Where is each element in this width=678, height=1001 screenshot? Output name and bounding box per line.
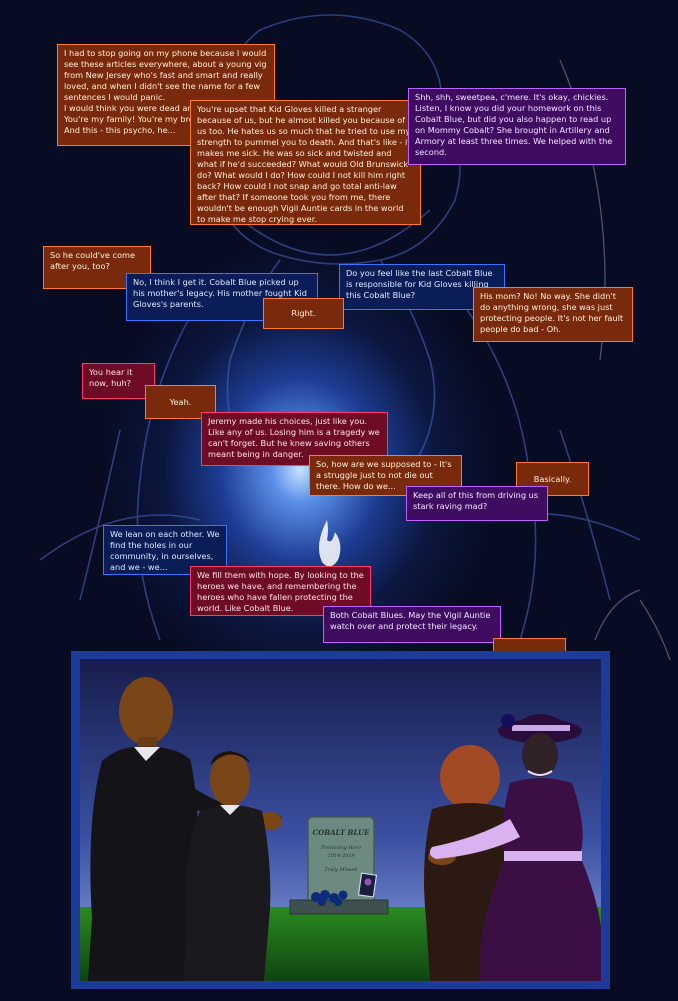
caption-9: You hear it now, huh? <box>82 363 155 399</box>
woman-in-hat-figure <box>429 714 601 981</box>
flower-bouquet-icon <box>311 890 348 906</box>
caption-3: Shh, shh, sweetpea, c'mere. It's okay, c… <box>408 88 626 165</box>
tombstone: COBALT BLUE Promising Hero 2014-2019 Tru… <box>289 816 389 915</box>
caption-2: You're upset that Kid Gloves killed a st… <box>190 100 421 225</box>
caption-17: Both Cobalt Blues. May the Vigil Auntie … <box>323 606 501 643</box>
caption-7: Right. <box>263 298 344 329</box>
tall-man-figure <box>88 677 282 981</box>
hat-flower-icon <box>501 714 515 728</box>
caption-8: His mom? No! No way. She didn't do anyth… <box>473 287 633 342</box>
young-man-figure <box>184 751 271 981</box>
tombstone-line1: Promising Hero <box>320 845 361 851</box>
funeral-scene: COBALT BLUE Promising Hero 2014-2019 Tru… <box>80 659 601 981</box>
tombstone-line3: Truly Missed <box>325 867 358 873</box>
funeral-panel: COBALT BLUE Promising Hero 2014-2019 Tru… <box>71 651 610 989</box>
tombstone-years: 2014-2019 <box>326 853 355 859</box>
photo-card-icon <box>357 872 378 898</box>
tombstone-name: COBALT BLUE <box>313 828 371 837</box>
caption-14: Keep all of this from driving us stark r… <box>406 486 548 521</box>
caption-16: We fill them with hope. By looking to th… <box>190 566 371 616</box>
caption-12: So, how are we supposed to - It's a stru… <box>309 455 462 496</box>
